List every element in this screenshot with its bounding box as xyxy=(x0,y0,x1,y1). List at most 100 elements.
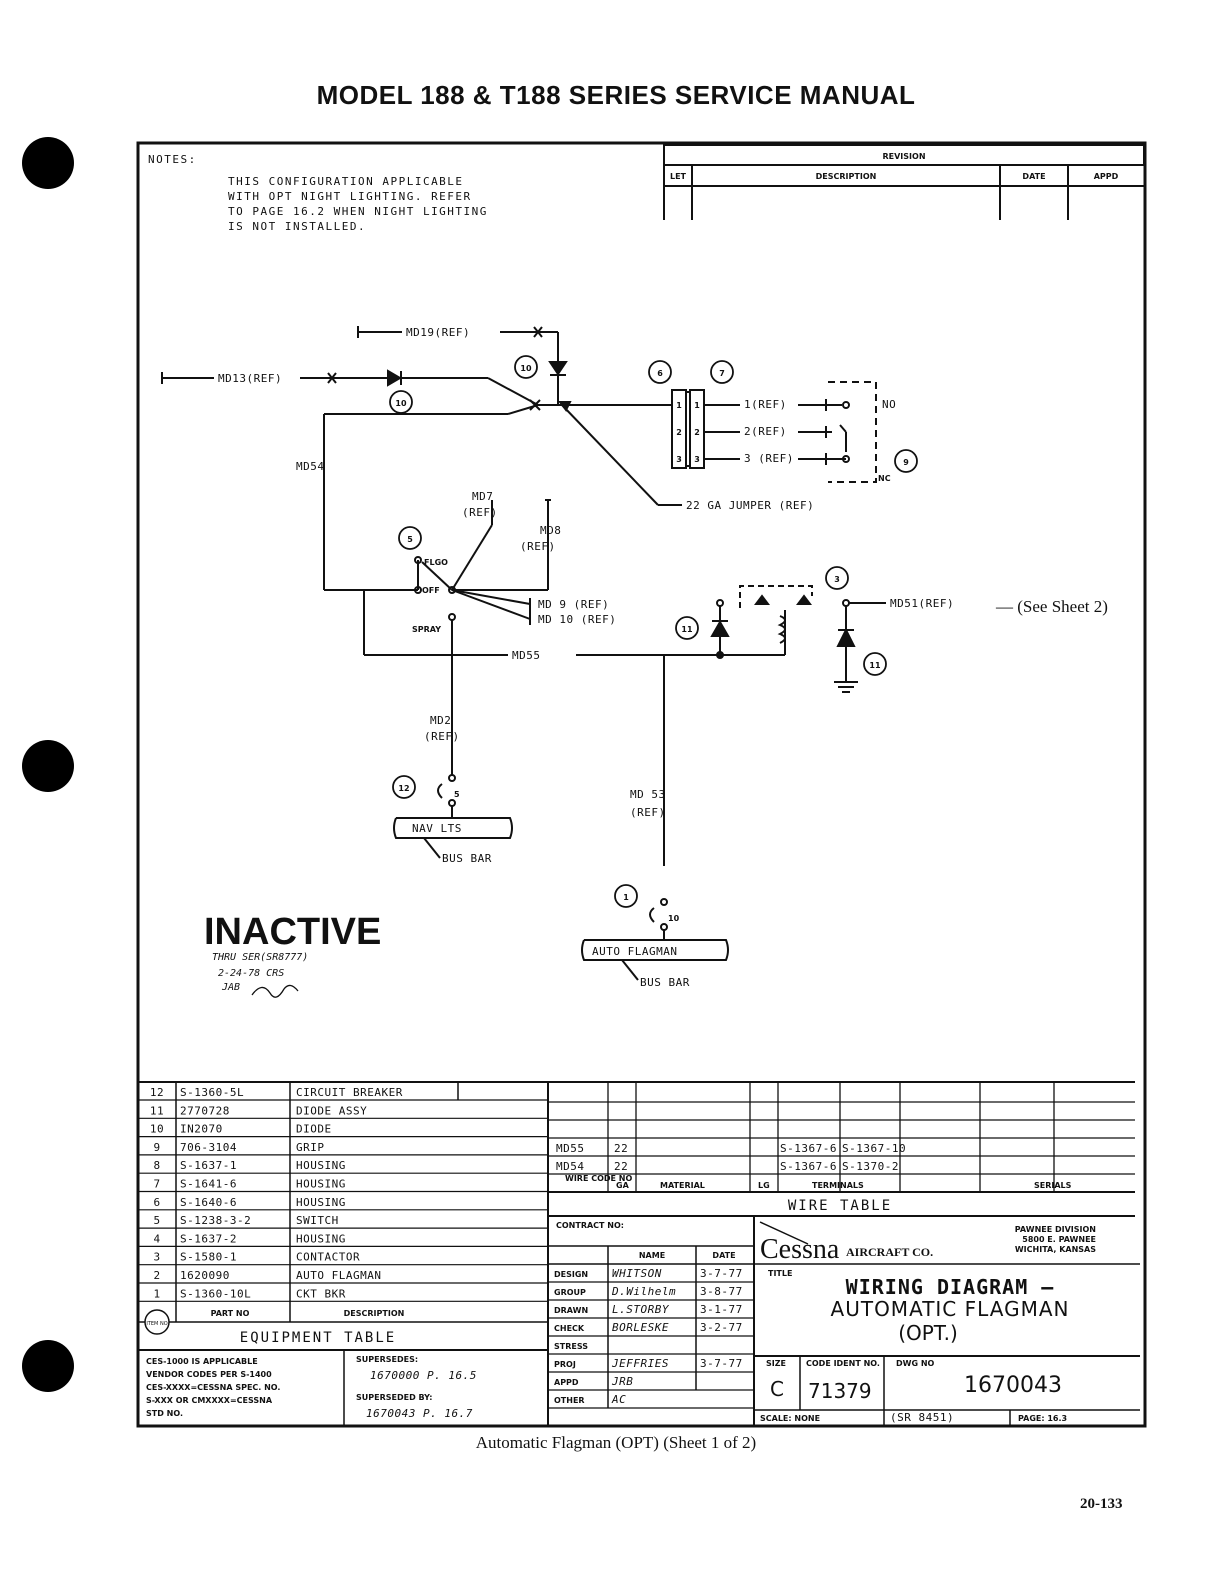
inactive-stamp: INACTIVE THRU SER(SR8777) 2-24-78 CRS JA… xyxy=(204,911,381,998)
binder-hole xyxy=(22,1340,74,1392)
pin-label: 1(REF) xyxy=(744,398,787,411)
wire-label: MD2 xyxy=(430,714,451,727)
notes-line: THIS CONFIGURATION APPLICABLE xyxy=(228,175,464,188)
equipment-col-header: PART NO xyxy=(211,1309,250,1318)
connector-pin: 3 xyxy=(676,455,682,464)
switch-nc-label: NC xyxy=(878,474,891,483)
equipment-description: HOUSING xyxy=(296,1232,346,1245)
switch-pos-label: FLGO xyxy=(424,558,448,567)
notes-block: NOTES: THIS CONFIGURATION APPLICABLE WIT… xyxy=(148,153,486,233)
wire-code: MD54 xyxy=(556,1160,585,1173)
callout-number: 11 xyxy=(869,661,881,670)
signature-date: 3-8-77 xyxy=(700,1285,743,1298)
item-no-symbol xyxy=(144,1309,170,1335)
wire-col-header: LG xyxy=(758,1181,770,1190)
revision-col: LET xyxy=(670,172,687,181)
equipment-description: SWITCH xyxy=(296,1214,339,1227)
equipment-description: AUTO FLAGMAN xyxy=(296,1269,381,1282)
equipment-description: DIODE ASSY xyxy=(296,1104,367,1117)
bus-bar-label: BUS BAR xyxy=(640,976,690,989)
callout-number: 11 xyxy=(681,625,693,634)
equipment-item-no: 5 xyxy=(153,1214,160,1227)
equipment-description: CONTACTOR xyxy=(296,1251,360,1264)
sr-reference: (SR 8451) xyxy=(890,1411,954,1424)
signature-date: 3-7-77 xyxy=(700,1357,743,1370)
breaker-rating: 10 xyxy=(668,914,680,923)
connector-pin: 2 xyxy=(694,428,700,437)
wire-label: MD54 xyxy=(296,460,325,473)
wire-label: MD8 xyxy=(540,524,561,537)
equipment-part-no: S-1640-6 xyxy=(180,1196,237,1209)
wire-label: MD 9 (REF) xyxy=(538,598,609,611)
wire-ga: 22 xyxy=(614,1160,628,1173)
wire-terminal: S-1367-10 xyxy=(842,1142,906,1155)
pin-label: 2(REF) xyxy=(744,425,787,438)
revision-title: REVISION xyxy=(882,152,925,161)
equipment-item-no: 8 xyxy=(153,1159,160,1172)
wire-code: MD55 xyxy=(556,1142,585,1155)
inactive-label: INACTIVE xyxy=(204,911,381,953)
connector-pin: 2 xyxy=(676,428,682,437)
date-col-label: DATE xyxy=(712,1251,735,1260)
notes-line: IS NOT INSTALLED. xyxy=(228,220,366,233)
signature-date: 3-2-77 xyxy=(700,1321,743,1334)
initials-signature xyxy=(251,984,299,998)
wire-label: (REF) xyxy=(520,540,556,553)
equipment-description: HOUSING xyxy=(296,1159,346,1172)
equipment-description: GRIP xyxy=(296,1141,325,1154)
division-line: 5800 E. PAWNEE xyxy=(1022,1235,1096,1244)
signature-role: GROUP xyxy=(554,1288,586,1297)
equipment-item-no: 9 xyxy=(153,1141,160,1154)
stamp-line: JAB xyxy=(221,982,240,993)
wire-label: (REF) xyxy=(424,730,460,743)
equipment-item-no: 12 xyxy=(150,1086,164,1099)
supersedes-value: 1670000 P. 16.5 xyxy=(370,1369,477,1382)
contract-label: CONTRACT NO: xyxy=(556,1221,624,1230)
signature-name: WHITSON xyxy=(612,1267,662,1280)
wire-label: (REF) xyxy=(462,506,498,519)
switch-no-label: NO xyxy=(882,398,896,411)
superseded-by-value: 1670043 P. 16.7 xyxy=(366,1407,473,1420)
wire-label: MD13(REF) xyxy=(218,372,282,385)
connector-pin: 1 xyxy=(694,401,700,410)
equipment-item-no: 3 xyxy=(153,1251,160,1264)
equipment-item-no: 1 xyxy=(153,1287,160,1300)
callout-number: 9 xyxy=(903,458,909,467)
signature-date: 3-1-77 xyxy=(700,1303,743,1316)
title-label: TITLE xyxy=(768,1269,792,1278)
division-line: PAWNEE DIVISION xyxy=(1015,1225,1096,1234)
dwg-no-value: 1670043 xyxy=(964,1373,1062,1398)
dwg-no-label: DWG NO xyxy=(896,1359,935,1368)
equipment-part-no: S-1641-6 xyxy=(180,1178,237,1191)
wire-label: MD51(REF) xyxy=(890,597,954,610)
equipment-col-header: DESCRIPTION xyxy=(344,1309,405,1318)
signature-date: 3-7-77 xyxy=(700,1267,743,1280)
equipment-description: CKT BKR xyxy=(296,1287,346,1300)
signature-name: BORLESKE xyxy=(612,1321,669,1334)
superseded-by-label: SUPERSEDED BY: xyxy=(356,1393,432,1402)
callout-number: 6 xyxy=(657,369,663,378)
switch-pos-label: SPRAY xyxy=(412,625,441,634)
item-no-label: ITEM NO xyxy=(146,1321,167,1327)
equipment-item-no: 10 xyxy=(150,1123,164,1136)
wire-terminal: S-1370-2 xyxy=(842,1160,899,1173)
equipment-item-no: 2 xyxy=(153,1269,160,1282)
title-block-grid xyxy=(138,1216,1145,1427)
breaker-rating: 5 xyxy=(454,790,460,799)
page-header-title: MODEL 188 & T188 SERIES SERVICE MANUAL xyxy=(316,80,916,110)
signature-role: DRAWN xyxy=(554,1306,588,1315)
wire-label: (REF) xyxy=(630,806,666,819)
cessna-logo: Cessna xyxy=(760,1234,840,1265)
wire-label: MD55 xyxy=(512,649,541,662)
equipment-description: HOUSING xyxy=(296,1196,346,1209)
stamp-line: THRU SER(SR8777) xyxy=(212,952,308,963)
drawing-title: AUTOMATIC FLAGMAN xyxy=(831,1297,1070,1321)
signature-name: JEFFRIES xyxy=(611,1357,669,1370)
signature-name: D.Wilhelm xyxy=(611,1285,676,1298)
wire-col-header: WIRE CODE NO xyxy=(565,1174,632,1183)
see-sheet-note: — (See Sheet 2) xyxy=(995,597,1108,616)
wire-ga: 22 xyxy=(614,1142,628,1155)
spec-note: VENDOR CODES PER S-1400 xyxy=(146,1370,272,1379)
signature-role: DESIGN xyxy=(554,1270,588,1279)
